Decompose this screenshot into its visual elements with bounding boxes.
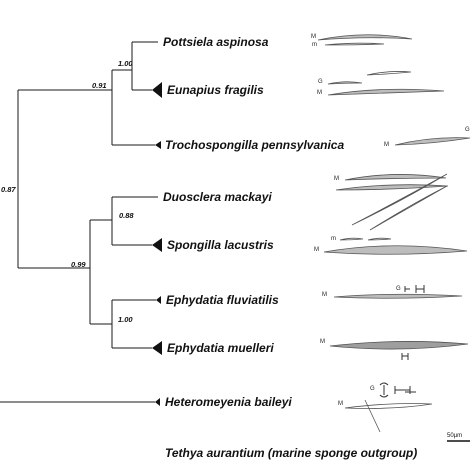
spicule-duosclera-megasclere <box>344 174 447 181</box>
support-value: 1.00 <box>118 59 133 68</box>
spicule-label-megasclere: M <box>314 247 319 253</box>
spicule-label-microsclere: m <box>331 236 336 242</box>
triangle-heteromeyenia <box>155 398 160 406</box>
spicule-eunapius-gemmule2 <box>366 71 412 76</box>
triangle-ephydatia-muel <box>152 341 162 355</box>
triangle-ephydatia-fluv <box>156 296 161 304</box>
support-value: 0.88 <box>119 211 134 220</box>
triangle-eunapius <box>152 82 162 98</box>
spicule-pottsiela-megasclere <box>317 34 413 41</box>
support-value: 0.99 <box>71 260 86 269</box>
spicule-label-gemmulosclere: G <box>396 286 401 292</box>
spicule-spongilla-megasclere <box>323 245 468 255</box>
spicule-trochospongilla-megasclere <box>394 137 471 146</box>
birotule-heteromeyenia-1 <box>379 382 389 398</box>
spicule-ephydatia-fluv-megasclere <box>333 293 463 299</box>
birotule-heteromeyenia-2 <box>394 386 411 394</box>
spicule-eunapius-megasclere <box>327 88 445 96</box>
spicule-heteromeyenia-megasclere <box>344 403 433 409</box>
spicule-label-gemmulosclere: G <box>465 127 470 133</box>
taxon-eunapius-fragilis: Eunapius fragilis <box>167 83 264 97</box>
spicule-ephydatia-muel-megasclere <box>329 341 469 350</box>
spicule-pottsiela-microsclere <box>324 42 385 46</box>
taxon-spongilla-lacustris: Spongilla lacustris <box>167 238 274 252</box>
spicule-label-megasclere: M <box>384 142 389 148</box>
taxon-tethya-aurantium: Tethya aurantium (marine sponge outgroup… <box>165 446 418 460</box>
support-value: 0.91 <box>92 81 107 90</box>
spicule-label-megasclere: M <box>322 292 327 298</box>
spicule-label-gemmulosclere: G <box>370 386 375 392</box>
spicule-label-gemmulosclere: G <box>318 79 323 85</box>
taxon-duosclera-mackayi: Duosclera mackayi <box>163 190 272 204</box>
birotule-ephydatia-fluv-1 <box>415 285 425 293</box>
birotule-ephydatia-fluv-2 <box>404 286 410 292</box>
spicule-label-megasclere: M <box>338 401 343 407</box>
scale-bar-label: 50µm <box>447 433 463 439</box>
triangle-trochospongilla <box>155 141 161 149</box>
spicule-label-microsclere: m <box>312 42 317 48</box>
support-value: 1.00 <box>118 315 133 324</box>
taxon-ephydatia-muelleri: Ephydatia muelleri <box>167 341 274 355</box>
spicule-label-megasclere: M <box>317 90 322 96</box>
spicule-eunapius-gemmule <box>327 81 363 85</box>
spicule-duosclera-diag1 <box>351 173 448 226</box>
taxon-ephydatia-fluviatilis: Ephydatia fluviatilis <box>166 293 279 307</box>
spicule-spongilla-micro2 <box>367 237 392 241</box>
support-value: 0.87 <box>1 185 16 194</box>
birotule-ephydatia-muel <box>401 353 409 360</box>
taxon-heteromeyenia-baileyi: Heteromeyenia baileyi <box>165 395 292 409</box>
spicule-label-megasclere: M <box>311 34 316 40</box>
spicule-duosclera-megasclere2 <box>335 184 449 191</box>
spicule-label-megasclere: M <box>334 176 339 182</box>
spicule-label-megasclere: M <box>320 339 325 345</box>
spicule-spongilla-micro1 <box>339 237 364 241</box>
spicule-heteromeyenia-diag <box>364 399 381 433</box>
taxon-pottsiela-aspinosa: Pottsiela aspinosa <box>163 35 269 49</box>
taxon-trochospongilla-pennsylvanica: Trochospongilla pennsylvanica <box>165 138 345 152</box>
triangle-spongilla <box>152 238 162 252</box>
spicule-duosclera-diag2 <box>369 185 448 231</box>
